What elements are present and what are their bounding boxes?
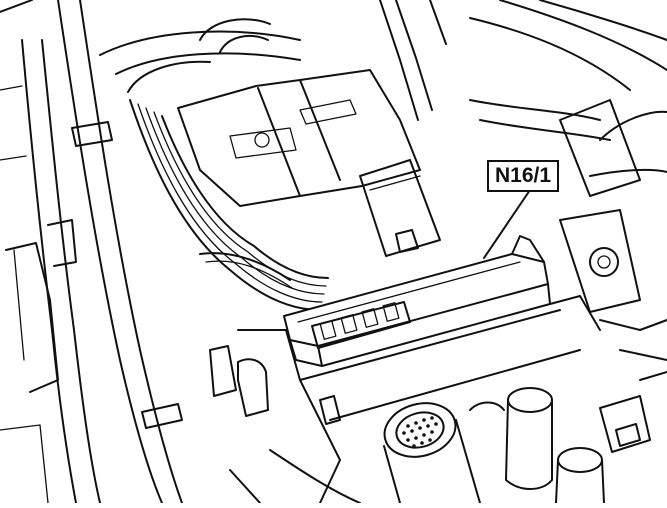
module-n16-1 [283,235,601,367]
callout-leader-line [483,189,531,259]
upper-housing-block [177,69,441,257]
lower-housing [209,309,581,504]
left-side-panels [0,0,183,504]
round-connector [383,402,481,504]
top-wiring [99,0,667,141]
harness-bundle [129,99,329,311]
cylindrical-components [469,371,667,504]
right-side-brackets [559,99,667,361]
callout-label-n16-1: N16/1 [487,160,560,192]
